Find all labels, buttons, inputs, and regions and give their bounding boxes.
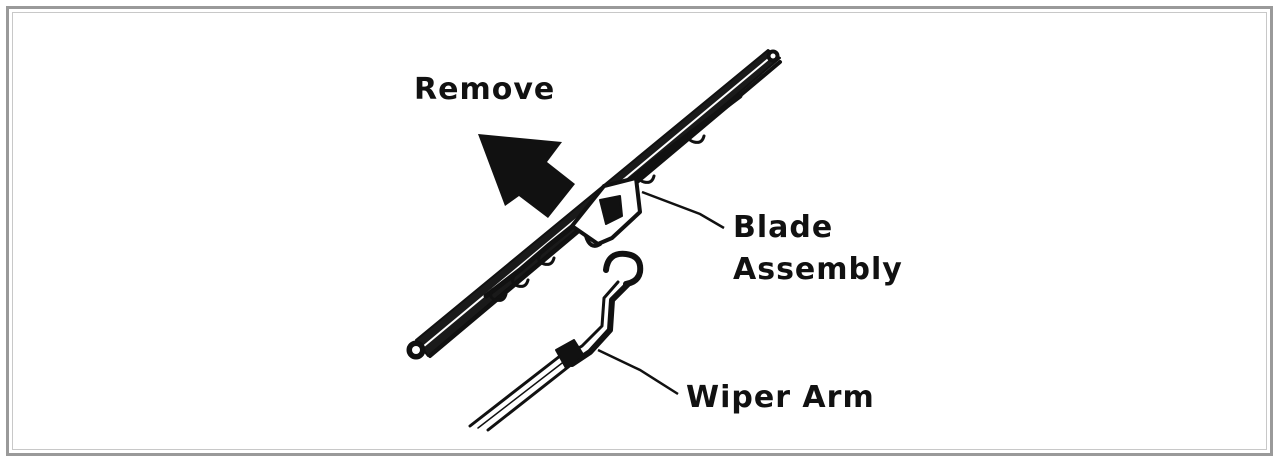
blade-leader-line: [641, 190, 725, 230]
blade-assembly-label-line1: Blade: [733, 210, 834, 245]
wiper-arm-joint: [555, 339, 585, 369]
blade-mount-hook: [584, 234, 602, 248]
wiper-arm-shank-inner: [468, 354, 562, 428]
blade-claw-4: [637, 170, 656, 184]
blade-yoke-lower: [483, 219, 581, 299]
blade-assembly-label-line2: Assembly: [733, 252, 903, 287]
blade-claw-3: [537, 252, 556, 266]
wiper-arm-label: Wiper Arm: [686, 380, 875, 415]
blade-claw-5: [687, 130, 706, 144]
figure-frame-inner: [12, 12, 1267, 450]
blade-claw-2: [511, 274, 530, 288]
blade-center-clip: [599, 195, 623, 225]
wiper-arm-shank-mid: [477, 359, 567, 429]
blade-assembly: [406, 49, 782, 360]
remove-label: Remove: [414, 72, 556, 107]
wiper-arm: [468, 250, 644, 432]
blade-tip-lower-hole: [412, 346, 420, 354]
figure-frame: [6, 6, 1273, 456]
blade-claw-1: [489, 288, 508, 302]
wiper-arm-hook: [603, 250, 644, 287]
blade-tip-upper-hole: [770, 53, 776, 59]
wiper-arm-shank-outer: [486, 362, 574, 432]
wiper-leader-line: [597, 348, 679, 396]
remove-arrow-icon: [478, 134, 575, 218]
